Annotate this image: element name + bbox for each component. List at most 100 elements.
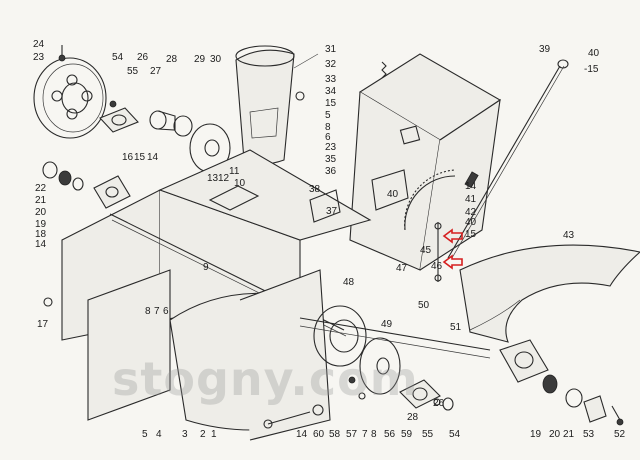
part-label: 18: [35, 229, 47, 240]
part-label: 15: [465, 229, 477, 240]
part-label: 17: [37, 319, 49, 330]
part-label: 8: [145, 306, 151, 317]
part-label: 14: [465, 181, 477, 192]
part-label: 20: [549, 429, 561, 440]
part-label: 45: [420, 245, 432, 256]
part-label: 5: [142, 429, 148, 440]
part-label: 56: [384, 429, 396, 440]
part-label: 38: [309, 184, 321, 195]
hub-collars: [149, 110, 193, 137]
adjust-lever: [434, 222, 442, 282]
part-label: 14: [35, 239, 47, 250]
part-label: 14: [147, 152, 159, 163]
callout-arrow-1: [442, 228, 463, 244]
part-label: 10: [234, 178, 246, 189]
main-frame: [43, 149, 372, 341]
lower-drum-housing: [169, 269, 491, 441]
part-label: 23: [325, 142, 337, 153]
part-label: 37: [326, 206, 338, 217]
part-label: 29: [194, 54, 206, 65]
part-label: 52: [614, 429, 626, 440]
part-label: 27: [150, 66, 162, 77]
red-callout-arrows: [442, 228, 463, 270]
part-label: 50: [418, 300, 430, 311]
cutter-housing: [349, 53, 502, 271]
part-label: 2: [200, 429, 206, 440]
part-label: 51: [450, 322, 462, 333]
discharge-chute: [235, 45, 319, 165]
part-label: 46: [431, 261, 443, 272]
part-label: 40: [387, 189, 399, 200]
part-label: 55: [422, 429, 434, 440]
control-rod: [447, 59, 569, 259]
part-label: 59: [401, 429, 413, 440]
part-label: 53: [583, 429, 595, 440]
right-end-housing: [499, 339, 624, 426]
part-label: -15: [584, 64, 599, 75]
part-label: 34: [325, 86, 337, 97]
part-label: 13: [207, 173, 219, 184]
side-panel: [87, 269, 171, 421]
part-label: 48: [343, 277, 355, 288]
part-label: 60: [313, 429, 325, 440]
bearing-housing-lower: [399, 379, 454, 411]
part-label: 39: [539, 44, 551, 55]
part-label: 36: [325, 166, 337, 177]
part-label: 57: [346, 429, 358, 440]
part-label: 49: [381, 319, 393, 330]
part-label: 55: [127, 66, 139, 77]
part-label: 30: [210, 54, 222, 65]
part-label: 28: [166, 54, 178, 65]
part-label: 41: [465, 194, 477, 205]
part-label: 40: [588, 48, 600, 59]
part-label: 47: [396, 263, 408, 274]
part-label: 8: [325, 122, 331, 133]
pulley-wheel: [33, 45, 107, 139]
part-label: 26: [137, 52, 149, 63]
part-label: 32: [325, 59, 337, 70]
part-label: 40: [465, 217, 477, 228]
part-label: 22: [35, 183, 47, 194]
left-shaft-parts: [42, 161, 131, 209]
part-label: 7: [362, 429, 368, 440]
deflector-blade: [459, 244, 640, 343]
part-label: 42: [465, 207, 477, 218]
part-label: 20: [35, 207, 47, 218]
part-label: 33: [325, 74, 337, 85]
part-label: 15: [134, 152, 146, 163]
part-label: 24: [33, 39, 45, 50]
bearing-housing-top: [99, 100, 139, 133]
part-label: 6: [163, 306, 169, 317]
part-label: 28: [407, 412, 419, 423]
part-label: 43: [563, 230, 575, 241]
sector-gear: [404, 169, 456, 231]
part-label: 7: [154, 306, 160, 317]
part-label: 31: [325, 44, 337, 55]
part-label: 35: [325, 154, 337, 165]
part-label: 21: [35, 195, 47, 206]
part-label: 6: [325, 132, 331, 143]
part-label: 12: [218, 173, 230, 184]
lower-disc: [359, 337, 401, 395]
part-label: 4: [156, 429, 162, 440]
part-label: 58: [329, 429, 341, 440]
part-label: 11: [229, 166, 240, 177]
part-label: 54: [449, 429, 461, 440]
part-label: 9: [203, 262, 209, 273]
bolts-lower: [263, 376, 366, 429]
part-label: 1: [211, 429, 217, 440]
part-label: 3: [182, 429, 188, 440]
part-label: 19: [35, 219, 47, 230]
part-label: 21: [563, 429, 575, 440]
part-label: 26: [433, 398, 445, 409]
callout-arrow-2: [442, 254, 463, 270]
part-label: 16: [122, 152, 134, 163]
part-label: 15: [325, 98, 337, 109]
part-label: 5: [325, 110, 331, 121]
part-label: 14: [296, 429, 308, 440]
part-label: 54: [112, 52, 124, 63]
part-label: 8: [371, 429, 377, 440]
